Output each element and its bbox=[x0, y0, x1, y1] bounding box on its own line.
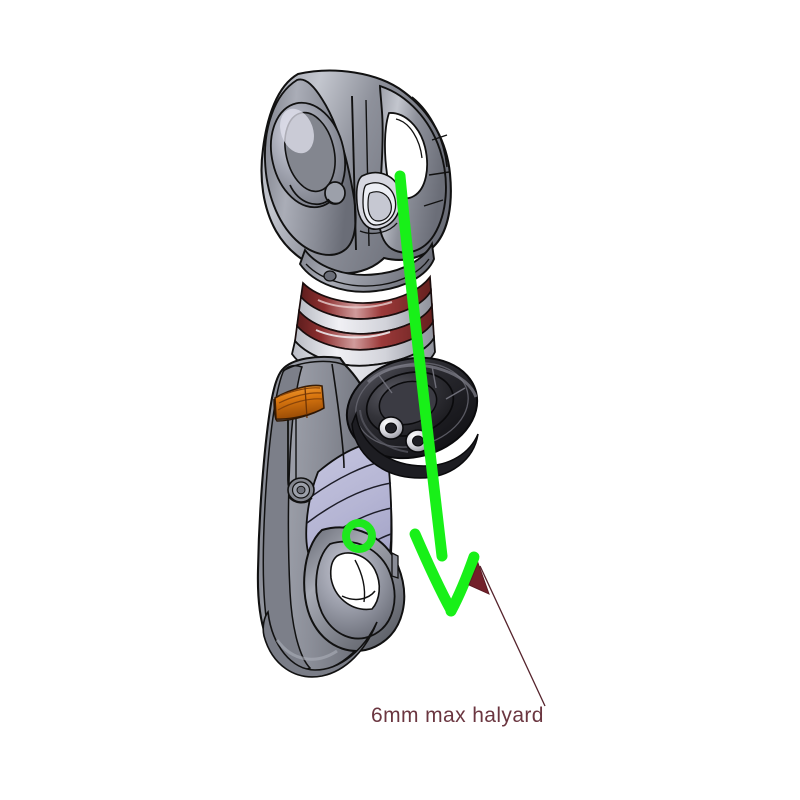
lower-body-bottom-round bbox=[262, 610, 378, 678]
halyard-arrow-head-2 bbox=[445, 551, 480, 617]
swivel-head-window-inner-edge bbox=[395, 118, 423, 159]
sheave-seg-line-1 bbox=[377, 373, 393, 394]
lower-body-edge-vertical bbox=[331, 363, 345, 469]
swivel-head-neck-dimple bbox=[323, 270, 337, 282]
sheave-rim-highlight bbox=[366, 363, 478, 398]
swivel-bearing-stack bbox=[355, 171, 402, 235]
becket-throat-edge-2 bbox=[354, 559, 366, 603]
swivel-head-boss-shadow bbox=[327, 197, 345, 205]
line-entry-ring-marker bbox=[342, 519, 376, 553]
swivel-head-eye-specular bbox=[280, 108, 314, 154]
orange-cam-insert bbox=[273, 384, 325, 422]
body-rivet-fastener bbox=[287, 477, 315, 504]
lower-body-shoulder bbox=[282, 360, 348, 372]
becket-throat-edge bbox=[341, 590, 376, 601]
lower-body-left-face bbox=[262, 364, 312, 671]
sheave-seg-line-3 bbox=[445, 387, 466, 400]
lower-becket-eye bbox=[303, 526, 406, 652]
facet-striation-2 bbox=[306, 482, 392, 524]
becket-pin-boss bbox=[391, 551, 399, 579]
callout-leader bbox=[468, 561, 546, 707]
upper-swivel-head bbox=[260, 69, 452, 293]
lower-body-housing bbox=[256, 355, 406, 678]
sheave-bolt-left bbox=[378, 416, 404, 440]
swivel-head-neck-line bbox=[305, 258, 430, 287]
halyard-path-arrow bbox=[342, 170, 480, 617]
sheave-rim-highlight-2 bbox=[359, 409, 409, 453]
swivel-head-eye-undercut bbox=[289, 184, 331, 206]
halyard-arrow-shaft bbox=[394, 170, 448, 562]
spring-highlight-band-2 bbox=[315, 329, 391, 339]
lower-body-bottom-sheen bbox=[275, 639, 338, 661]
callout-text-6mm-max-halyard: 6mm max halyard bbox=[371, 704, 544, 727]
swivel-head-bevel-c bbox=[428, 171, 450, 176]
spring-highlight-band bbox=[317, 299, 393, 309]
sheave-seg-line-2 bbox=[431, 365, 437, 389]
becket-throat bbox=[329, 552, 381, 611]
callout-leader-arrowhead bbox=[468, 561, 490, 595]
callout-leader-line bbox=[479, 565, 546, 707]
sheave-lower-shadow bbox=[351, 411, 479, 479]
swivel-head-center-rib bbox=[351, 95, 357, 251]
swivel-head-bevel-d bbox=[423, 199, 444, 207]
halyard-arrow-head bbox=[409, 528, 457, 616]
swivel-head-bevel-b bbox=[431, 134, 448, 141]
swivel-head-bevel-a bbox=[411, 96, 448, 168]
